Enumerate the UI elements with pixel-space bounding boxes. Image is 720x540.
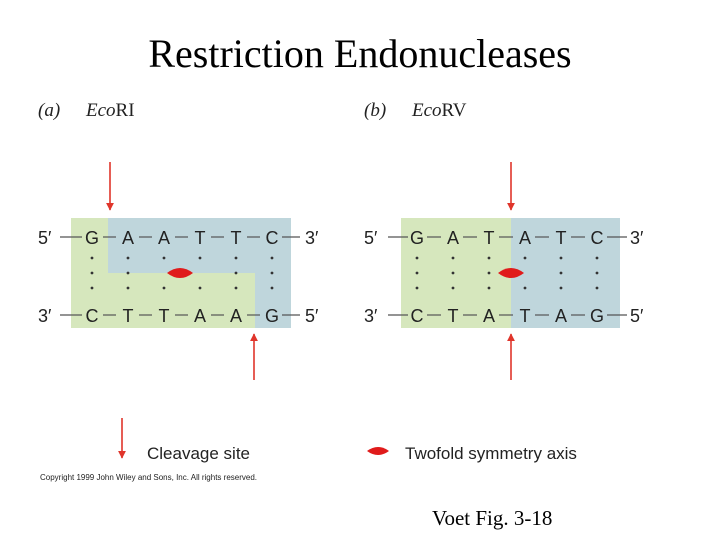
- panel-a-bottom-right-end: 5′: [305, 306, 319, 326]
- base: A: [230, 306, 242, 326]
- panel-a-enzyme-name: EcoRI: [85, 100, 135, 121]
- base: G: [265, 306, 279, 326]
- copyright-notice: Copyright 1999 John Wiley and Sons, Inc.…: [40, 473, 257, 482]
- base: C: [591, 228, 604, 248]
- panel-b-green-region: [401, 218, 511, 328]
- panel-a-symmetry-axis-icon: [167, 268, 193, 278]
- panel-b-hbond-dots: [415, 256, 599, 290]
- base: T: [159, 306, 170, 326]
- base: T: [123, 306, 134, 326]
- base: A: [555, 306, 567, 326]
- legend-symmetry-axis-icon: [367, 447, 389, 455]
- base: T: [448, 306, 459, 326]
- panel-a-bottom-left-end: 3′: [38, 306, 52, 326]
- panel-a-top-strand: G A A T T C: [85, 228, 279, 248]
- panel-a-top-right-end: 3′: [305, 228, 319, 248]
- page-title: Restriction Endonucleases: [148, 31, 572, 76]
- panel-ecorv: (b) EcoRV 5′ 3′ 3′ 5′: [364, 100, 644, 380]
- legend: Cleavage site Twofold symmetry axis: [118, 418, 577, 463]
- base: A: [519, 228, 531, 248]
- base: T: [231, 228, 242, 248]
- panel-a-label: (a): [38, 100, 60, 121]
- panel-b-blue-region: [511, 218, 620, 328]
- svg-text:(a): (a): [38, 100, 60, 121]
- base: G: [590, 306, 604, 326]
- panel-a-bottom-strand: C T T A A G: [86, 306, 280, 326]
- figure-reference: Voet Fig. 3-18: [432, 506, 553, 530]
- panel-b-top-right-end: 3′: [630, 228, 644, 248]
- panel-b-label: (b): [364, 100, 386, 121]
- panel-a-blue-region: [108, 218, 291, 328]
- base: C: [266, 228, 279, 248]
- base: C: [86, 306, 99, 326]
- legend-symmetry-label: Twofold symmetry axis: [405, 444, 577, 463]
- base: A: [122, 228, 134, 248]
- base: A: [447, 228, 459, 248]
- base: T: [484, 228, 495, 248]
- legend-cleavage-label: Cleavage site: [147, 444, 250, 463]
- panel-b-bottom-strand: C T A T A G: [411, 306, 605, 326]
- panel-a-hbond-dots: [90, 256, 274, 290]
- base: A: [194, 306, 206, 326]
- base: G: [410, 228, 424, 248]
- base: T: [556, 228, 567, 248]
- panel-b-enzyme-name: EcoRV: [411, 100, 467, 121]
- panel-b-symmetry-axis-icon: [498, 268, 524, 278]
- svg-text:(b): (b): [364, 100, 386, 121]
- panel-b-top-left-end: 5′: [364, 228, 378, 248]
- panel-b-bottom-right-end: 5′: [630, 306, 644, 326]
- base: A: [158, 228, 170, 248]
- base: A: [483, 306, 495, 326]
- panel-b-top-strand: G A T A T C: [410, 228, 604, 248]
- base: G: [85, 228, 99, 248]
- base: T: [520, 306, 531, 326]
- panel-a-top-left-end: 5′: [38, 228, 52, 248]
- base: C: [411, 306, 424, 326]
- panel-ecori: (a) EcoRI 5′ 3′: [38, 100, 319, 380]
- base: T: [195, 228, 206, 248]
- panel-b-bottom-left-end: 3′: [364, 306, 378, 326]
